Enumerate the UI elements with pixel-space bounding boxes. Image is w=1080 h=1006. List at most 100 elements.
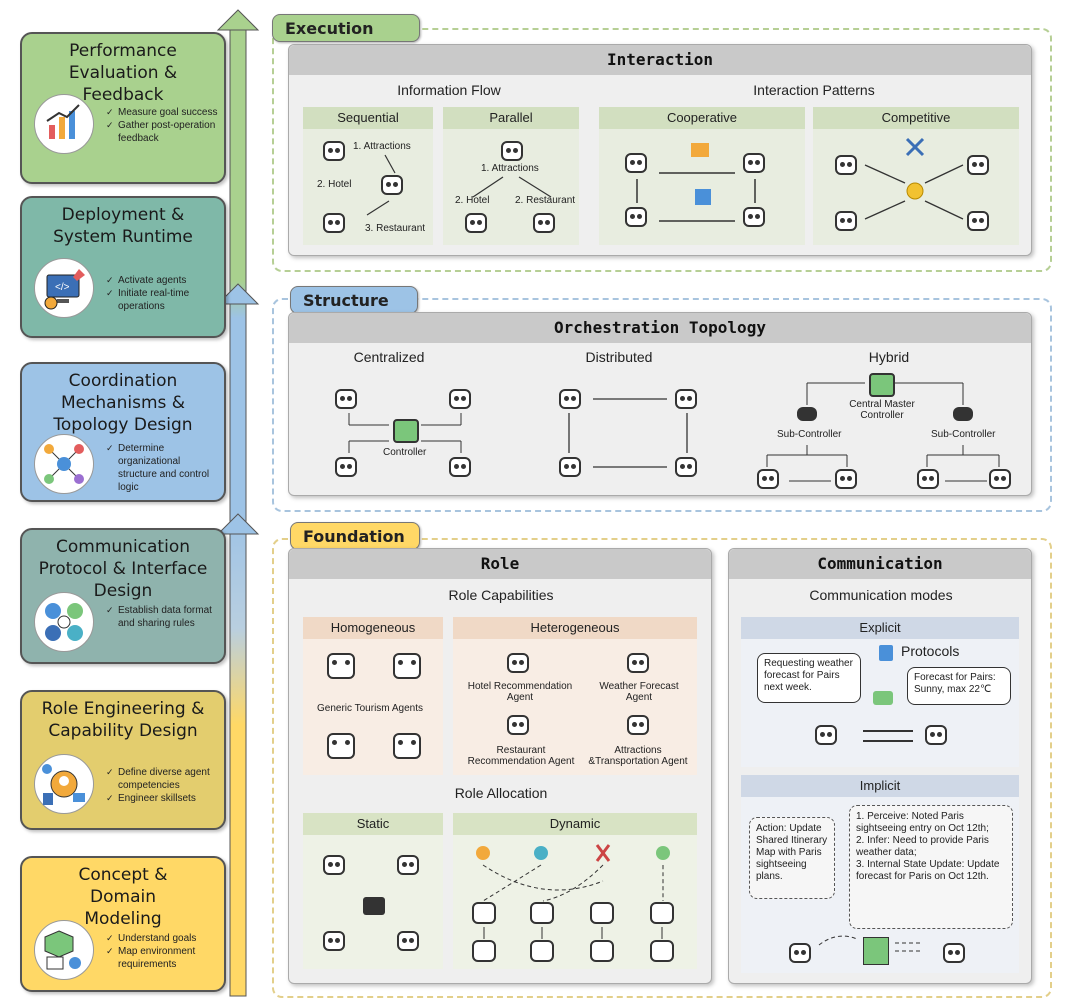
structure-section xyxy=(272,298,1052,512)
restaurant-agent-icon xyxy=(917,469,939,489)
role-icon xyxy=(34,754,94,814)
seq-arrows xyxy=(366,154,396,216)
stage-concept-modeling: Concept & Domain Modeling Understand goa… xyxy=(20,856,226,992)
bullet: Activate agents xyxy=(106,274,218,287)
competitive-arrows xyxy=(864,137,964,220)
execution-tag: Execution xyxy=(272,14,420,42)
stage-title: Coordination Mechanisms & Topology Desig… xyxy=(53,371,193,435)
weather-agent-icon xyxy=(743,153,765,173)
structure-tag: Structure xyxy=(290,286,418,314)
weather-agent-label: Weather Forecast Agent xyxy=(599,681,679,703)
reply-bubble: Forecast for Pairs: Sunny, max 22℃ xyxy=(907,667,1011,705)
controller-label: Controller xyxy=(383,447,427,458)
implicit-step: 1. Perceive: Noted Paris sightseeing ent… xyxy=(856,811,989,834)
implicit-step: 2. Infer: Need to provide Paris weather … xyxy=(856,835,989,858)
attractions-agent-icon xyxy=(323,141,345,161)
role-panel: Role Role Capabilities Homogeneous Heter… xyxy=(288,548,712,984)
bullet: Establish data format and sharing rules xyxy=(106,604,218,630)
explicit-arrows xyxy=(863,730,913,742)
attractions-agent-icon xyxy=(501,141,523,161)
bullet: Measure goal success xyxy=(106,106,218,119)
interaction-patterns-heading: Interaction Patterns xyxy=(753,82,875,98)
implicit-steps-box: 1. Perceive: Noted Paris sightseeing ent… xyxy=(849,805,1013,929)
attractions-agent-icon xyxy=(815,725,837,745)
restaurant-agent-icon xyxy=(625,207,647,227)
distributed-arrows xyxy=(568,398,688,468)
restaurant-agent-icon xyxy=(323,931,345,951)
hotel-agent-icon xyxy=(835,155,857,175)
orchestration-panel: Orchestration Topology Centralized Distr… xyxy=(288,312,1032,496)
hotel-agent-icon xyxy=(381,175,403,195)
generic-agents-label: Generic Tourism Agents xyxy=(317,703,423,714)
panel-title: Role xyxy=(289,549,711,579)
bullet: Understand goals xyxy=(106,932,218,945)
distributed-heading: Distributed xyxy=(585,349,653,365)
chart-icon xyxy=(34,94,94,154)
panel-title: Communication xyxy=(729,549,1031,579)
attractions-agent-label: Attractions &Transportation Agent xyxy=(588,745,688,767)
svg-text:</>: </> xyxy=(55,282,70,293)
dynamic-heading: Dynamic xyxy=(453,813,697,835)
competitive-heading: Competitive xyxy=(813,107,1019,129)
attractions-agent-icon xyxy=(675,457,697,477)
restaurant-agent-icon xyxy=(835,211,857,231)
restaurant-agent-label: Restaurant Recommendation Agent xyxy=(467,745,575,767)
hotel-agent-icon xyxy=(507,653,529,673)
generic-agent-icon xyxy=(393,733,421,759)
homogeneous-heading: Homogeneous xyxy=(303,617,443,639)
stage-title: Concept & Domain Modeling xyxy=(78,865,168,929)
column-bg xyxy=(453,639,697,775)
map-pin-icon xyxy=(863,937,889,965)
execution-section xyxy=(272,28,1052,272)
seq-label-restaurant: 3. Restaurant xyxy=(365,223,426,234)
bullet: Gather post-operation feedback xyxy=(106,119,218,145)
hotel-agent-icon xyxy=(465,213,487,233)
implicit-step: 3. Internal State Update: Update forecas… xyxy=(856,859,1000,882)
sub-controller-icon xyxy=(953,407,973,421)
centralized-arrows xyxy=(348,413,462,453)
restaurant-agent-icon xyxy=(533,213,555,233)
restaurant-agent-icon xyxy=(507,715,529,735)
par-label-attractions: 1. Attractions xyxy=(481,163,539,174)
sub-controller-label: Sub-Controller xyxy=(931,429,996,440)
attractions-agent-icon xyxy=(397,931,419,951)
stage-title: Role Engineering & Capability Design xyxy=(41,699,205,741)
role-allocation-heading: Role Allocation xyxy=(454,785,548,801)
hotel-agent-icon xyxy=(323,855,345,875)
weather-agent-icon xyxy=(835,469,857,489)
seq-label-hotel: 2. Hotel xyxy=(317,179,352,190)
stage-title: Deployment & System Runtime xyxy=(53,205,193,247)
sequential-heading: Sequential xyxy=(303,107,433,129)
bullet: Map environment requirements xyxy=(106,945,218,971)
communication-icon xyxy=(34,592,94,652)
request-bubble: Requesting weather forecast for Pairs ne… xyxy=(757,653,861,703)
hybrid-arrows xyxy=(766,382,1000,482)
central-master-label: Central Master Controller xyxy=(849,399,915,421)
generic-agent-icon xyxy=(327,653,355,679)
sub-controller-label: Sub-Controller xyxy=(777,429,842,440)
stage-title: Performance Evaluation & Feedback xyxy=(68,41,178,105)
controller-icon xyxy=(393,419,419,443)
bullet: Initiate real-time operations xyxy=(106,287,218,313)
hotel-agent-icon xyxy=(559,389,581,409)
deployment-icon: </> xyxy=(34,258,94,318)
attractions-agent-icon xyxy=(989,469,1011,489)
hotel-agent-icon xyxy=(625,153,647,173)
bullet: Determine organizational structure and c… xyxy=(106,442,218,494)
weather-agent-icon xyxy=(967,155,989,175)
restaurant-agent-icon xyxy=(323,213,345,233)
stage-coordination: Coordination Mechanisms & Topology Desig… xyxy=(20,362,226,502)
foundation-tag: Foundation xyxy=(290,522,420,550)
hotel-agent-icon xyxy=(335,389,357,409)
weather-agent-icon xyxy=(943,943,965,963)
stage-role-engineering: Role Engineering & Capability Design Def… xyxy=(20,690,226,830)
attractions-agent-icon xyxy=(449,457,471,477)
explicit-heading: Explicit xyxy=(741,617,1019,639)
weather-agent-icon xyxy=(675,389,697,409)
panel-title: Interaction xyxy=(289,45,1031,75)
hotel-agent-icon xyxy=(757,469,779,489)
hotel-agent-label: Hotel Recommendation Agent xyxy=(467,681,573,703)
communication-panel: Communication Communication modes Explic… xyxy=(728,548,1032,984)
restaurant-agent-icon xyxy=(559,457,581,477)
generic-agent-icon xyxy=(393,653,421,679)
